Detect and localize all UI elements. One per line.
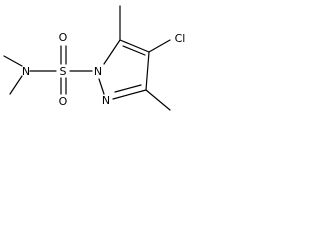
bond-n-methyl-bottom — [9, 75, 23, 95]
atom-label-n2: N — [102, 94, 110, 107]
bond-c5-c4 — [119, 39, 150, 53]
bond-c4-c3 — [145, 51, 150, 91]
bond-c3-methyl — [145, 89, 171, 111]
atom-label-o-lower: O — [59, 95, 68, 108]
atom-label-cl: Cl — [175, 32, 186, 45]
atom-label-n-amine: N — [22, 65, 30, 78]
bond-n-methyl-top — [3, 55, 23, 67]
atom-label-o-upper: O — [59, 31, 68, 44]
bond-c3-n2-inner — [114, 84, 142, 93]
bonds — [3, 5, 171, 111]
atom-labels: N S O O N N Cl — [22, 31, 185, 108]
bond-c3-n2 — [112, 89, 147, 100]
chemical-structure: N S O O N N Cl — [3, 5, 185, 111]
bond-n1-c5 — [103, 39, 121, 65]
bond-c5-c4-inner — [122, 45, 146, 56]
atom-label-n1: N — [94, 65, 102, 78]
bond-n2-n1 — [98, 78, 105, 95]
atom-label-s: S — [60, 65, 67, 78]
bond-c4-cl — [148, 39, 171, 53]
